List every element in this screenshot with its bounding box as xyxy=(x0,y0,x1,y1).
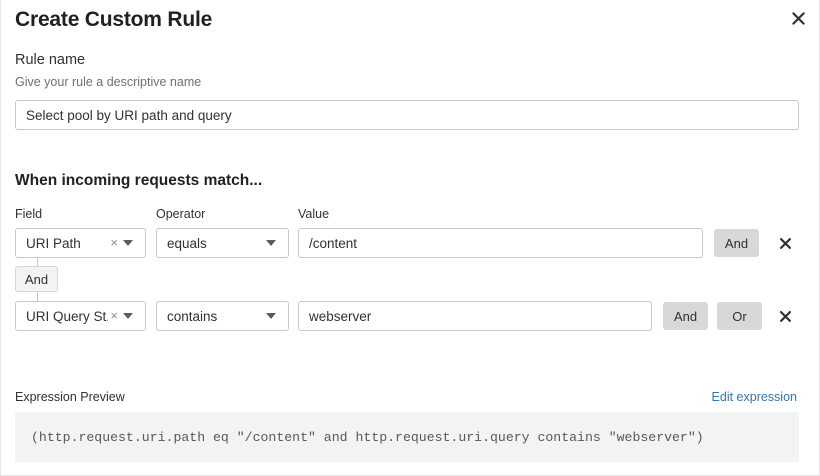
field-select-2-value: URI Query St... xyxy=(26,308,109,324)
column-header-field: Field xyxy=(15,207,43,221)
chevron-down-icon xyxy=(266,240,276,246)
clear-icon[interactable]: × xyxy=(110,307,118,323)
chevron-down-icon xyxy=(266,313,276,319)
page-title: Create Custom Rule xyxy=(15,8,213,31)
rule-name-label: Rule name xyxy=(15,52,86,68)
chevron-down-icon xyxy=(123,313,133,319)
operator-select-2[interactable]: contains xyxy=(156,301,289,331)
connector-line-bottom xyxy=(37,292,38,301)
match-section-heading: When incoming requests match... xyxy=(15,172,263,189)
delete-row-icon-1[interactable] xyxy=(772,228,798,258)
value-input-2[interactable] xyxy=(298,301,652,331)
condition-row: URI Query St... × contains And Or xyxy=(1,301,820,331)
column-header-operator: Operator xyxy=(156,207,206,221)
condition-row: URI Path × equals And xyxy=(1,228,820,258)
expression-preview-label: Expression Preview xyxy=(15,390,125,404)
rule-name-input[interactable] xyxy=(15,100,799,130)
and-button-2[interactable]: And xyxy=(663,302,708,330)
chevron-down-icon xyxy=(123,240,133,246)
operator-select-1-value: equals xyxy=(167,235,207,251)
column-header-value: Value xyxy=(298,207,330,221)
delete-row-icon-2[interactable] xyxy=(772,301,798,331)
field-select-1[interactable]: URI Path × xyxy=(15,228,146,258)
connector-and-badge[interactable]: And xyxy=(15,266,58,292)
or-button-2[interactable]: Or xyxy=(717,302,762,330)
edit-expression-link[interactable]: Edit expression xyxy=(711,390,797,404)
and-button-1[interactable]: And xyxy=(714,229,759,257)
field-select-2[interactable]: URI Query St... × xyxy=(15,301,146,331)
close-icon[interactable] xyxy=(785,5,811,31)
clear-icon[interactable]: × xyxy=(110,234,118,250)
expression-preview-box: (http.request.uri.path eq "/content" and… xyxy=(15,412,799,462)
rule-name-help-text: Give your rule a descriptive name xyxy=(15,75,202,89)
operator-select-2-value: contains xyxy=(167,308,218,324)
value-input-1[interactable] xyxy=(298,228,703,258)
expression-preview-text: (http.request.uri.path eq "/content" and… xyxy=(31,429,704,445)
connector-line-top xyxy=(37,258,38,267)
field-select-1-value: URI Path xyxy=(26,235,81,251)
operator-select-1[interactable]: equals xyxy=(156,228,289,258)
